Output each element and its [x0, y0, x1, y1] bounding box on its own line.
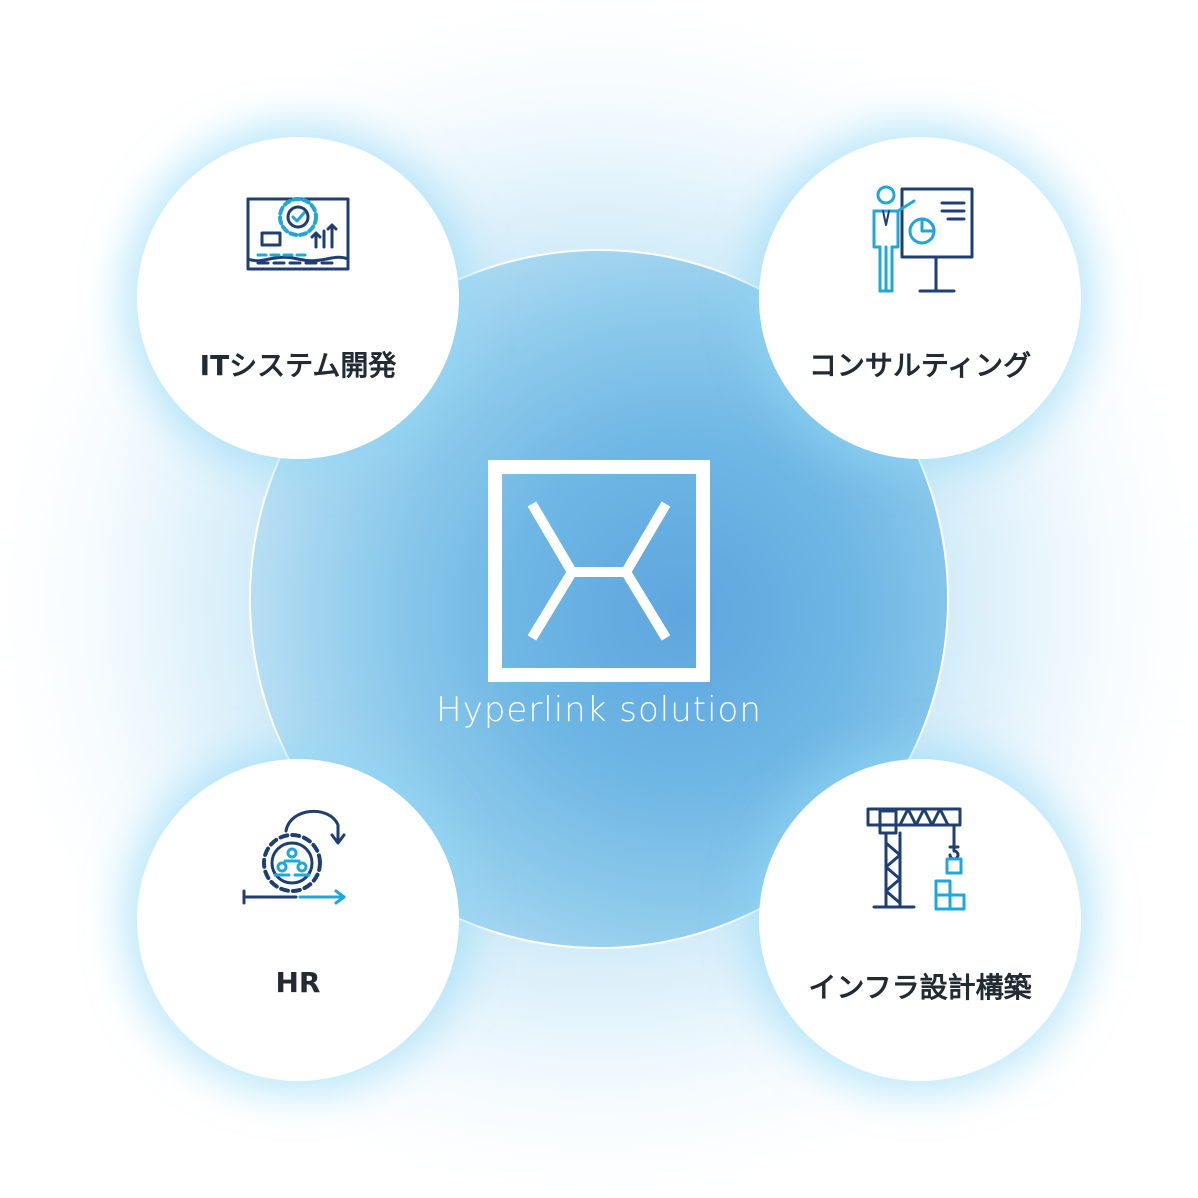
service-consulting[interactable]: コンサルティング — [759, 137, 1081, 459]
service-label: コンサルティング — [808, 349, 1032, 382]
service-infrastructure[interactable]: インフラ設計構築 — [759, 759, 1081, 1081]
presenter-chart-icon — [872, 185, 974, 293]
crane-blocks-icon — [866, 807, 966, 911]
team-gear-cycle-icon — [242, 810, 346, 905]
brand-name: Hyperlink solution — [436, 690, 762, 730]
service-label: HR — [275, 966, 321, 999]
service-it-system[interactable]: ITシステム開発 — [137, 137, 459, 459]
service-label: ITシステム開発 — [199, 349, 397, 382]
service-label: インフラ設計構築 — [808, 971, 1032, 1004]
gear-blueprint-icon — [246, 197, 350, 271]
hyperlink-logo — [488, 460, 710, 682]
service-hr[interactable]: HR — [137, 759, 459, 1081]
